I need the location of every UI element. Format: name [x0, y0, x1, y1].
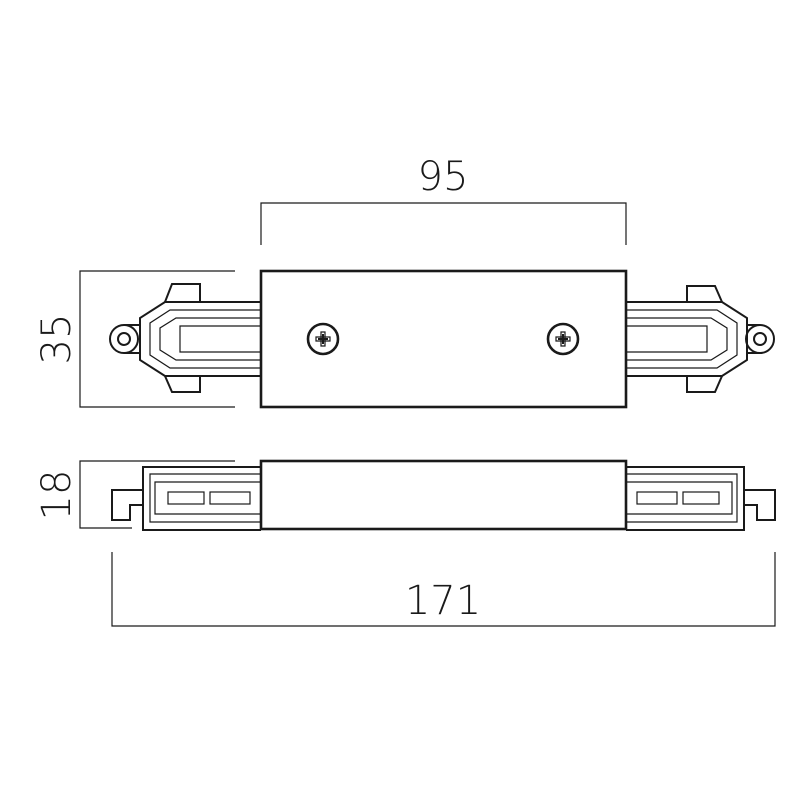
- screw-right-icon: [546, 322, 580, 356]
- right-arm-side: [626, 466, 776, 531]
- dimension-side-height: 18: [34, 460, 235, 529]
- dimension-side-height-label: 18: [34, 470, 80, 521]
- right-arm-top: [626, 285, 775, 393]
- dimension-overall-length: 171: [111, 552, 776, 627]
- left-arm-side: [111, 466, 261, 531]
- dimension-height: 35: [34, 270, 235, 408]
- left-arm-top: [109, 283, 261, 393]
- connector-top-view: [109, 269, 775, 409]
- connector-side-view: [111, 459, 776, 531]
- dimension-overall-length-label: 171: [405, 578, 481, 624]
- screw-left-icon: [306, 322, 340, 356]
- dimension-top-width-label: 95: [418, 154, 469, 200]
- connector-body-top: [259, 269, 628, 409]
- dimension-height-label: 35: [34, 314, 80, 365]
- connector-body-side: [259, 459, 628, 531]
- dimension-top-width: 95: [260, 154, 627, 245]
